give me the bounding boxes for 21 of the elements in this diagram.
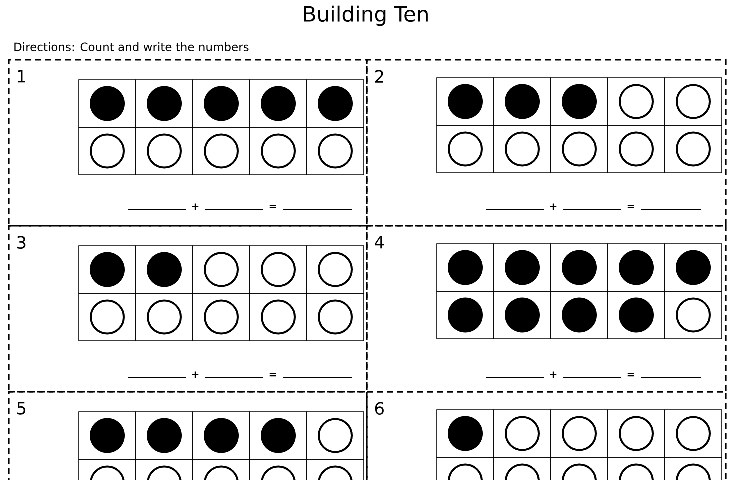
operator-sign: + xyxy=(192,372,199,378)
problem-number: 1 xyxy=(18,70,26,83)
problem-number: 2 xyxy=(375,70,384,83)
operator-sign: + xyxy=(550,204,557,210)
problem-number: 3 xyxy=(18,236,26,250)
title: Building Ten xyxy=(304,6,428,26)
operator-sign: = xyxy=(628,205,634,209)
operator-sign: + xyxy=(192,204,199,210)
operator-sign: + xyxy=(550,372,557,378)
problem-panel xyxy=(8,391,368,480)
problem-number: 4 xyxy=(375,236,384,249)
problem-panel xyxy=(366,391,727,480)
operator-sign: = xyxy=(270,205,276,209)
problem-panel xyxy=(366,59,727,227)
operator-sign: = xyxy=(270,373,276,377)
problem-panel xyxy=(8,59,368,227)
problem-number: 5 xyxy=(18,402,26,415)
problem-number: 6 xyxy=(375,402,384,416)
operator-sign: = xyxy=(628,373,634,377)
problem-panel xyxy=(8,225,368,393)
problem-panel xyxy=(366,225,727,393)
